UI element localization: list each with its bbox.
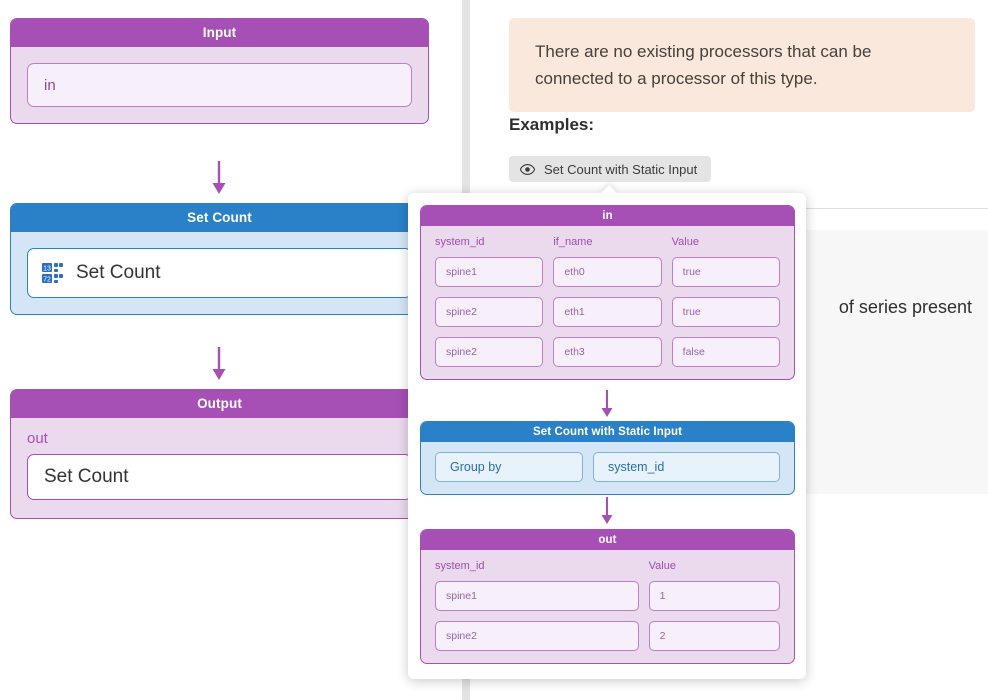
popup-output-column-value: Value 1 2	[648, 560, 780, 651]
popup-input-column-if-name: if_name eth0 eth1 eth3	[553, 236, 662, 367]
popup-caret	[600, 185, 618, 194]
example-chip-set-count-with-static-input[interactable]: Set Count with Static Input	[509, 156, 712, 182]
flow-arrow-input-to-processor	[208, 160, 230, 196]
table-cell: eth1	[553, 297, 662, 327]
set-count-node-body: 13 72 Set Count	[11, 232, 428, 314]
input-node-body: in	[11, 47, 428, 123]
set-count-processor-node[interactable]: Set Count 13 72 Set Count	[10, 203, 429, 315]
popup-processor-node: Set Count with Static Input Group by sys…	[420, 421, 795, 495]
table-cell: spine2	[435, 297, 544, 327]
popup-flow-arrow-in-to-processor	[597, 389, 617, 424]
table-cell: eth3	[553, 337, 662, 367]
example-preview-popup: in system_id spine1 spine2 spine2 if_nam…	[408, 185, 806, 679]
popup-input-column-value: Value true true false	[671, 236, 780, 367]
input-port-field[interactable]: in	[27, 63, 412, 107]
output-value-field[interactable]: Set Count	[27, 454, 412, 500]
set-count-node-title: Set Count	[11, 204, 428, 232]
output-port-label: out	[27, 430, 48, 447]
popup-processor-param-key: Group by	[435, 452, 583, 482]
no-processors-alert: There are no existing processors that ca…	[509, 18, 975, 112]
flow-arrow-processor-to-output	[208, 346, 230, 382]
table-cell: spine1	[435, 257, 544, 287]
table-cell: 1	[648, 581, 780, 611]
detail-card-text: of series present	[838, 297, 972, 317]
popup-input-table-title: in	[421, 206, 794, 226]
set-count-number-grid-icon: 13 72	[42, 263, 63, 283]
column-header: if_name	[553, 236, 593, 248]
popup-flow-arrow-processor-to-out	[597, 496, 617, 531]
input-node-title: Input	[11, 19, 428, 47]
output-node[interactable]: Output out Set Count	[10, 389, 429, 519]
column-header: system_id	[435, 560, 485, 572]
popup-output-table-node: out system_id spine1 spine2 Value 1 2	[420, 529, 795, 664]
column-header: Value	[648, 560, 676, 572]
column-header: system_id	[435, 236, 485, 248]
output-node-body: out Set Count	[11, 418, 428, 518]
popup-input-table-body: system_id spine1 spine2 spine2 if_name e…	[421, 226, 794, 379]
set-count-value-text: Set Count	[76, 262, 161, 283]
examples-heading: Examples:	[509, 115, 595, 134]
table-cell: 2	[648, 621, 780, 651]
example-chip-label: Set Count with Static Input	[544, 161, 698, 177]
set-count-value-field[interactable]: 13 72 Set Count	[27, 248, 412, 298]
eye-icon	[520, 163, 535, 175]
popup-output-column-system-id: system_id spine1 spine2	[435, 560, 639, 651]
table-cell: false	[671, 337, 780, 367]
popup-processor-title: Set Count with Static Input	[421, 422, 794, 442]
output-node-title: Output	[11, 390, 428, 418]
column-header: Value	[671, 236, 699, 248]
table-cell: eth0	[553, 257, 662, 287]
svg-text:13: 13	[43, 265, 51, 272]
table-cell: spine2	[435, 337, 544, 367]
table-cell: spine2	[435, 621, 639, 651]
input-node[interactable]: Input in	[10, 18, 429, 124]
popup-processor-param-value: system_id	[593, 452, 780, 482]
popup-input-column-system-id: system_id spine1 spine2 spine2	[435, 236, 544, 367]
table-cell: true	[671, 297, 780, 327]
popup-output-table-title: out	[421, 530, 794, 550]
popup-processor-body: Group by system_id	[421, 442, 794, 494]
popup-input-table-node: in system_id spine1 spine2 spine2 if_nam…	[420, 205, 795, 380]
table-cell: spine1	[435, 581, 639, 611]
svg-text:72: 72	[43, 276, 51, 283]
popup-output-table-body: system_id spine1 spine2 Value 1 2	[421, 550, 794, 663]
table-cell: true	[671, 257, 780, 287]
